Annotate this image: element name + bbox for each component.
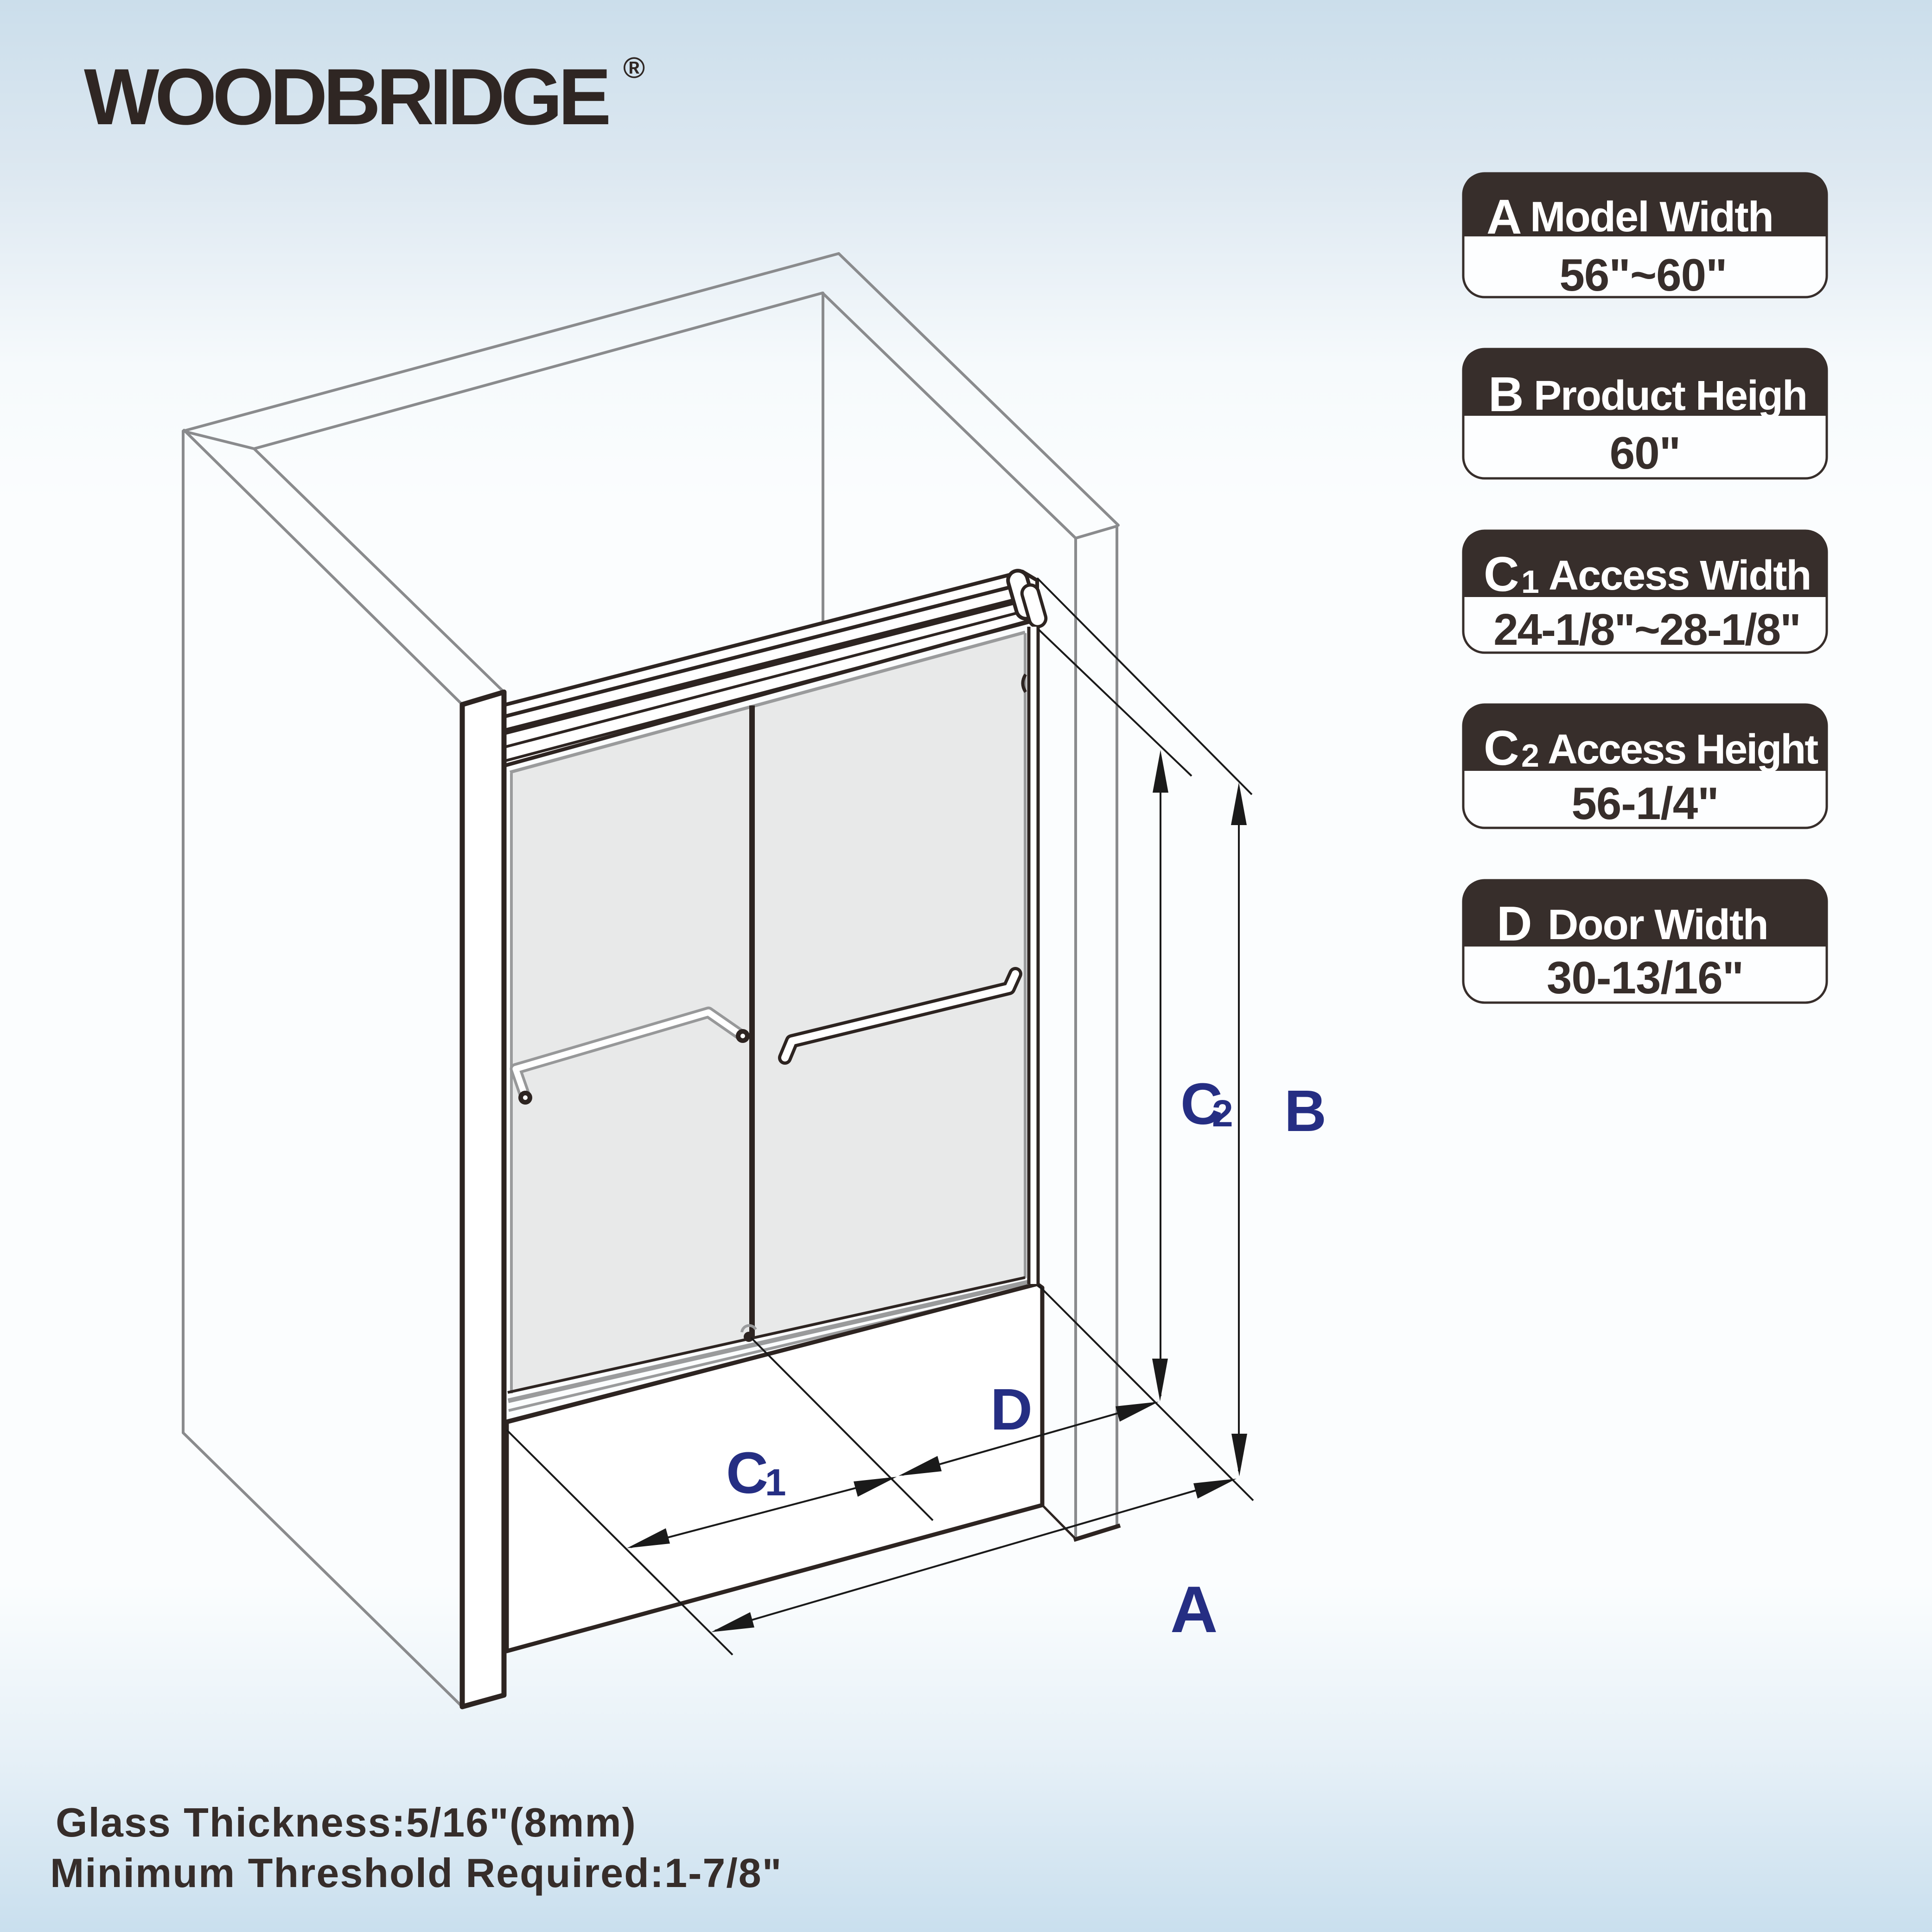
- svg-text:56-1/4": 56-1/4": [1571, 778, 1718, 829]
- svg-text:C: C: [1484, 721, 1519, 775]
- svg-text:A: A: [1486, 190, 1522, 244]
- svg-text:D: D: [1497, 896, 1532, 951]
- svg-text:Door Width: Door Width: [1548, 901, 1768, 948]
- svg-text:30-13/16": 30-13/16": [1547, 952, 1743, 1003]
- svg-text:Product Heigh: Product Heigh: [1534, 373, 1807, 419]
- svg-text:D: D: [990, 1377, 1033, 1442]
- svg-text:B: B: [1284, 1078, 1326, 1144]
- svg-text:2: 2: [1212, 1093, 1233, 1135]
- svg-text:®: ®: [623, 51, 645, 84]
- svg-text:C: C: [1180, 1071, 1223, 1137]
- svg-text:A: A: [1170, 1573, 1218, 1646]
- svg-text:2: 2: [1521, 737, 1539, 774]
- svg-text:Access Height: Access Height: [1548, 726, 1818, 773]
- svg-text:Model Width: Model Width: [1530, 193, 1773, 241]
- svg-text:24-1/8"~28-1/8": 24-1/8"~28-1/8": [1493, 605, 1800, 655]
- svg-text:Glass Thickness:5/16"(8mm): Glass Thickness:5/16"(8mm): [56, 1799, 637, 1845]
- svg-text:1: 1: [1521, 564, 1539, 600]
- svg-text:C: C: [1484, 547, 1519, 602]
- svg-text:56"~60": 56"~60": [1559, 249, 1727, 300]
- svg-text:60": 60": [1610, 427, 1680, 478]
- svg-text:Minimum Threshold Required:1-7: Minimum Threshold Required:1-7/8": [50, 1850, 782, 1896]
- svg-text:C: C: [726, 1440, 768, 1506]
- svg-text:Access Width: Access Width: [1549, 553, 1811, 599]
- svg-text:B: B: [1488, 367, 1524, 422]
- svg-text:WOODBRIDGE: WOODBRIDGE: [84, 52, 608, 141]
- svg-text:1: 1: [765, 1462, 786, 1504]
